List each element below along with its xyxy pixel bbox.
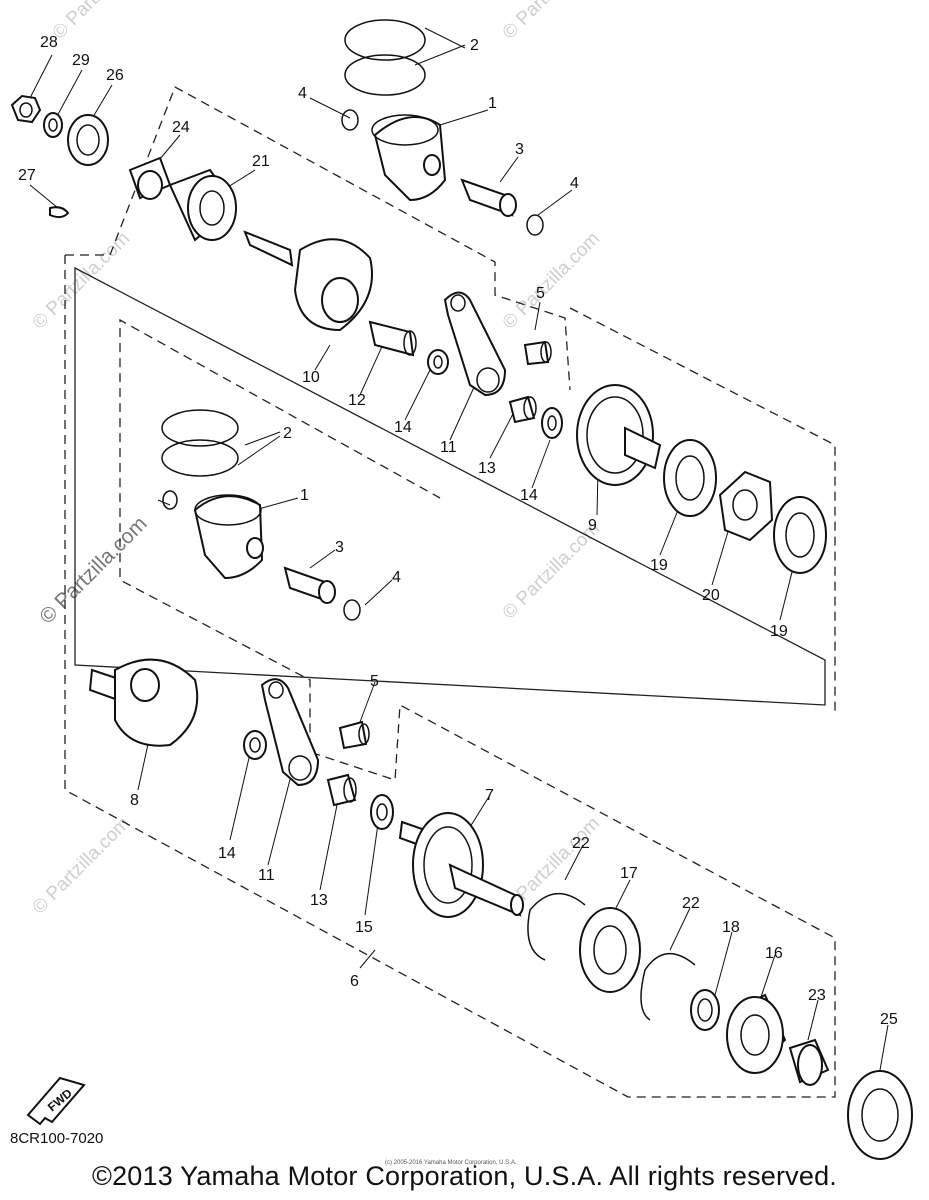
watermark-text: © Partzilla.com: [499, 0, 604, 44]
watermark-text: © Partzilla.com: [29, 228, 134, 333]
callout-3-upper: 3: [515, 141, 524, 158]
part-19-bearing-right-a[interactable]: [663, 439, 717, 517]
callout-10: 10: [302, 369, 320, 386]
part-14-washer-upper-a[interactable]: [427, 349, 449, 375]
callout-3-lower: 3: [335, 539, 344, 556]
part-19-bearing-right-b[interactable]: [773, 496, 827, 574]
callout-21: 21: [252, 153, 270, 170]
part-4-circlip-lower-right[interactable]: [343, 599, 361, 621]
part-25-oil-seal[interactable]: [847, 1070, 913, 1160]
callout-5-upper: 5: [536, 285, 545, 302]
callout-14-lower: 14: [218, 845, 236, 862]
callout-7: 7: [485, 787, 494, 804]
part-11-connecting-rod-lower[interactable]: [260, 678, 320, 787]
copyright-notice: ©2013 Yamaha Motor Corporation, U.S.A. A…: [91, 1161, 838, 1191]
diagram-code: 8CR100-7020: [10, 1130, 104, 1147]
callout-11-upper: 11: [440, 439, 457, 456]
callout-1-upper: 1: [488, 95, 497, 112]
callout-17: 17: [620, 865, 638, 882]
part-8-crankshaft-half-lower[interactable]: [88, 658, 199, 747]
callout-14-upper-b: 14: [520, 487, 538, 504]
part-18-washer[interactable]: [690, 989, 720, 1031]
assembly-outlines: [64, 86, 836, 1098]
watermarks: © Partzilla.com © Partzilla.com © Partzi…: [29, 0, 604, 919]
callout-numbers: 28 29 26 24 21 27 2 4 1 3 4 5 10 12 14 1…: [18, 34, 898, 1028]
callout-25: 25: [880, 1011, 898, 1028]
part-16-bearing[interactable]: [726, 993, 787, 1074]
callout-22-a: 22: [572, 835, 590, 852]
part-13-bearing-lower[interactable]: [326, 773, 357, 807]
part-4-circlip-upper-right[interactable]: [526, 214, 544, 236]
part-12-needle-bearing-upper[interactable]: [368, 320, 417, 357]
watermark-text: © Partzilla.com: [35, 512, 151, 628]
part-26-oil-seal[interactable]: [67, 114, 109, 166]
part-17-bearing[interactable]: [579, 907, 641, 993]
callout-5-lower: 5: [370, 673, 379, 690]
small-copyright: (c) 2005-2016 Yamaha Motor Corporation, …: [385, 1160, 517, 1166]
callout-8: 8: [130, 792, 139, 809]
callout-9: 9: [588, 517, 597, 534]
part-2-piston-rings-upper[interactable]: [344, 19, 426, 96]
callout-28: 28: [40, 34, 58, 51]
watermark-text: © Partzilla.com: [49, 0, 154, 44]
part-2-piston-rings-lower[interactable]: [161, 409, 239, 477]
callout-1-lower: 1: [300, 487, 309, 504]
callout-2-upper: 2: [470, 37, 479, 54]
callout-13-lower: 13: [310, 892, 328, 909]
part-4-circlip-lower-left[interactable]: [162, 490, 178, 510]
callout-18: 18: [722, 919, 740, 936]
part-20-nut-collar[interactable]: [718, 470, 774, 542]
part-13-bearing-upper[interactable]: [508, 395, 537, 424]
part-3-piston-pin-lower[interactable]: [283, 566, 336, 604]
callout-14-upper-a: 14: [394, 419, 412, 436]
part-23-collar[interactable]: [788, 1038, 830, 1086]
upper-piston-group-outline: [109, 86, 571, 391]
part-3-piston-pin-upper[interactable]: [460, 178, 517, 217]
leader-lines: [29, 27, 889, 1071]
part-4-circlip-upper-left[interactable]: [341, 109, 359, 131]
part-10-crankshaft-half[interactable]: [243, 230, 373, 332]
callout-16: 16: [765, 945, 783, 962]
callout-20: 20: [702, 587, 720, 604]
part-14-washer-upper-b[interactable]: [541, 407, 563, 439]
part-15-washer[interactable]: [370, 794, 394, 830]
part-5-small-end-bearing-lower[interactable]: [338, 720, 370, 750]
part-1-piston-lower[interactable]: [193, 494, 264, 580]
part-28-nut[interactable]: [10, 94, 42, 124]
lower-crank-outline: [64, 255, 836, 1098]
callout-27: 27: [18, 167, 36, 184]
callout-29: 29: [72, 52, 90, 69]
part-24-collar[interactable]: [128, 156, 172, 200]
part-22-circlip-a[interactable]: [527, 892, 586, 961]
part-9-crankshaft-web[interactable]: [576, 384, 662, 486]
part-7-crankshaft-lower[interactable]: [398, 812, 524, 918]
part-22-circlip-b[interactable]: [640, 952, 696, 1021]
callout-15: 15: [355, 919, 373, 936]
watermark-text: © Partzilla.com: [29, 813, 134, 918]
part-1-piston-upper[interactable]: [371, 114, 447, 202]
callout-19-b: 19: [770, 623, 788, 640]
part-5-small-end-bearing-upper[interactable]: [523, 340, 552, 366]
callout-4-upper-left: 4: [298, 85, 307, 102]
callout-23: 23: [808, 987, 826, 1004]
crankshaft-axis-outline: [74, 266, 826, 706]
callout-12: 12: [348, 392, 366, 409]
callout-13-upper: 13: [478, 460, 496, 477]
part-29-washer[interactable]: [43, 112, 63, 138]
callout-24: 24: [172, 119, 190, 136]
callout-2-lower: 2: [283, 425, 292, 442]
callout-22-b: 22: [682, 895, 700, 912]
callout-19-a: 19: [650, 557, 668, 574]
callout-4-upper-right: 4: [570, 175, 579, 192]
fwd-arrow-icon: FWD: [26, 1076, 86, 1126]
part-11-connecting-rod-upper[interactable]: [443, 291, 507, 397]
part-21-bearing[interactable]: [168, 168, 237, 242]
callout-6: 6: [350, 973, 359, 990]
callout-4-lower-right: 4: [392, 569, 401, 586]
part-14-washer-lower[interactable]: [243, 730, 267, 760]
callout-11-lower: 11: [258, 867, 275, 884]
callout-26: 26: [106, 67, 124, 84]
part-27-key[interactable]: [49, 206, 70, 219]
